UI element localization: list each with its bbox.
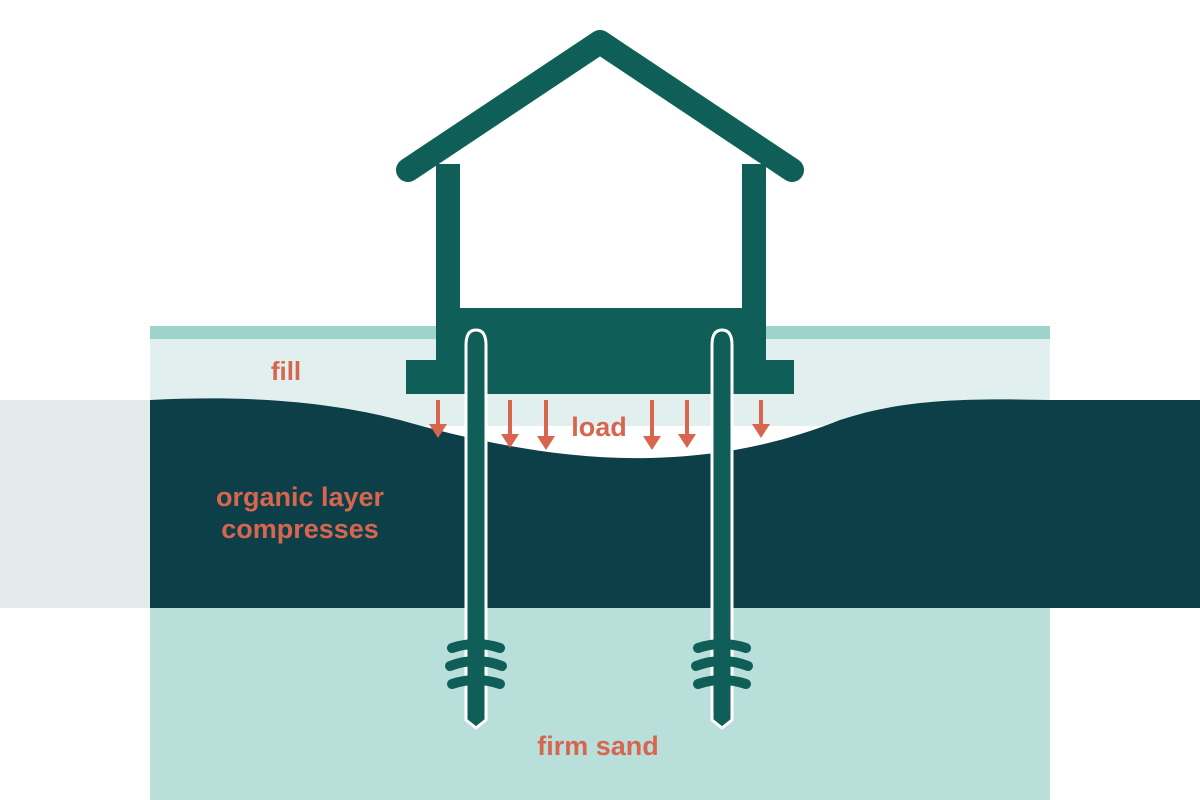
helix-plate xyxy=(445,656,507,671)
house-right-wall xyxy=(742,164,766,324)
house-left-wall xyxy=(436,164,460,324)
house xyxy=(396,30,804,336)
helix-plates xyxy=(445,639,507,689)
pile-lower-shaft xyxy=(714,460,730,718)
organic-layer-label-line2: compresses xyxy=(221,514,379,544)
house-roof xyxy=(396,30,804,182)
helix-plate xyxy=(693,675,751,689)
helical-pile-left xyxy=(445,328,507,730)
down-arrow-icon xyxy=(643,400,661,450)
foundation-footing xyxy=(406,360,794,394)
side-band xyxy=(0,400,150,608)
foundation xyxy=(406,326,794,394)
down-arrow-icon xyxy=(429,400,447,438)
helix-plate xyxy=(693,639,751,653)
load-label: load xyxy=(571,412,627,442)
down-arrow-icon xyxy=(501,400,519,448)
down-arrow-icon xyxy=(537,400,555,450)
pile-lower-shaft xyxy=(468,460,484,718)
down-arrow-icon xyxy=(678,400,696,448)
firm-sand-layer xyxy=(150,600,1050,800)
fill-label: fill xyxy=(271,356,301,386)
down-arrow-icon xyxy=(752,400,770,438)
helical-pile-right xyxy=(691,328,753,730)
helix-plate xyxy=(447,639,505,653)
helix-plates xyxy=(691,639,753,689)
organic-layer xyxy=(150,398,1200,608)
load-arrows xyxy=(429,400,770,450)
helix-plate xyxy=(691,656,753,671)
firm-sand-label: firm sand xyxy=(537,731,659,761)
organic-layer-label-line1: organic layer xyxy=(216,482,385,512)
helix-plate xyxy=(447,675,505,689)
